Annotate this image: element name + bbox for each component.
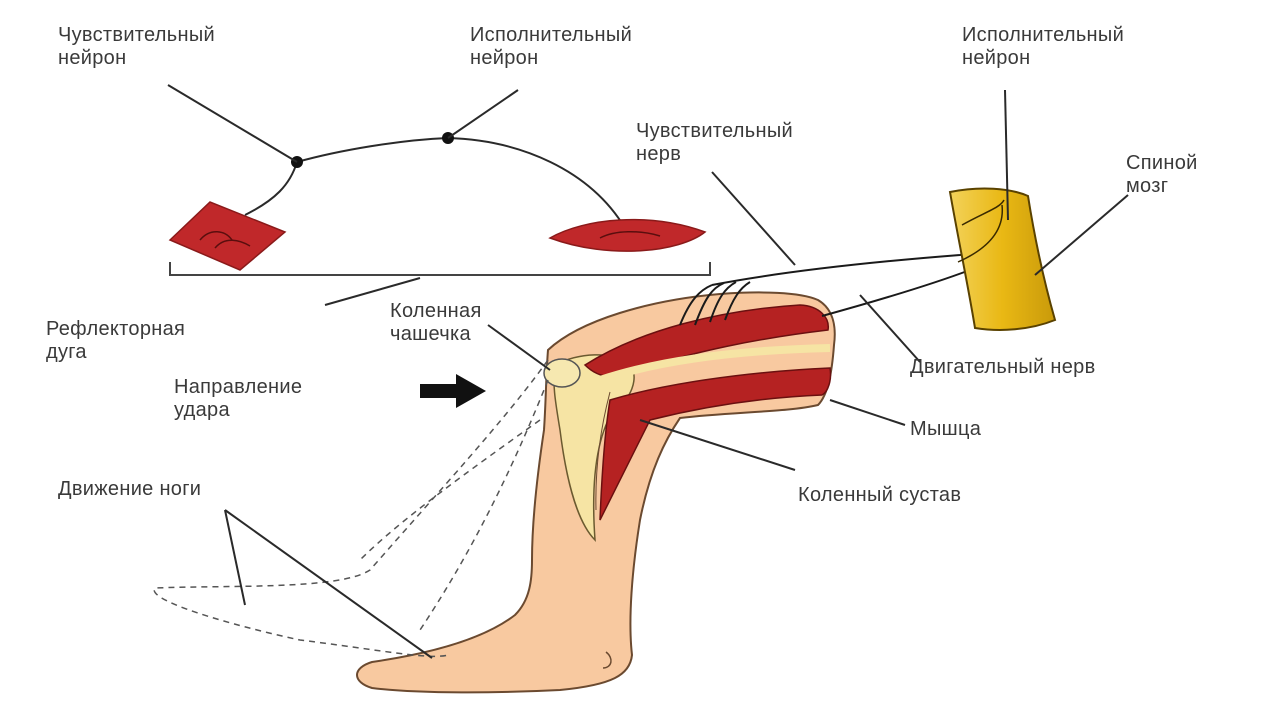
strike-arrow-icon bbox=[420, 374, 486, 408]
label-leg-movement: Движение ноги bbox=[58, 478, 201, 501]
reflex-arc-bracket bbox=[170, 262, 710, 275]
arc-nerve-path bbox=[245, 138, 625, 228]
label-spinal-cord: Спиной мозг bbox=[1126, 152, 1198, 198]
receptor-icon bbox=[170, 202, 285, 270]
label-muscle: Мышца bbox=[910, 418, 981, 441]
label-knee-joint: Коленный сустав bbox=[798, 484, 961, 507]
label-kneecap: Коленная чашечка bbox=[390, 300, 482, 346]
label-reflex-arc: Рефлекторная дуга bbox=[46, 318, 185, 364]
label-motor-nerve: Двигательный нерв bbox=[910, 356, 1096, 379]
label-sensory-nerve: Чувствительный нерв bbox=[636, 120, 793, 166]
spinal-cord-icon bbox=[950, 189, 1055, 330]
label-strike-direction: Направление удара bbox=[174, 376, 302, 422]
label-sensory-neuron: Чувствительный нейрон bbox=[58, 24, 215, 70]
leg-illustration bbox=[357, 292, 835, 692]
reflex-arc-schematic bbox=[170, 132, 710, 275]
kneecap-icon bbox=[544, 359, 580, 387]
label-motor-neuron-right: Исполнительный нейрон bbox=[962, 24, 1124, 70]
effector-muscle-icon bbox=[550, 220, 705, 252]
label-motor-neuron-top: Исполнительный нейрон bbox=[470, 24, 632, 70]
